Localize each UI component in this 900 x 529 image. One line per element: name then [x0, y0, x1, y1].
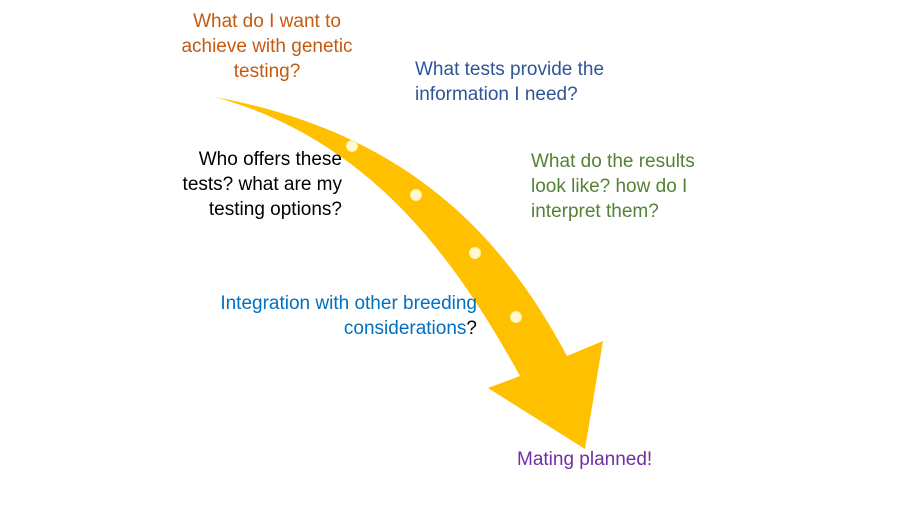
question-results-line2: look like? how do I — [531, 176, 688, 197]
milestone-dot-1 — [346, 140, 358, 152]
question-achieve-line1: What do I want to — [193, 11, 341, 32]
question-offers-line2: tests? what are my — [182, 174, 342, 195]
question-achieve-line2: achieve with genetic — [181, 36, 353, 57]
milestone-dot-3 — [469, 247, 481, 259]
question-offers: Who offers these tests? what are my test… — [130, 147, 342, 222]
outcome-mating-planned: Mating planned! — [517, 449, 653, 470]
question-results-line3: interpret them? — [531, 201, 659, 222]
question-offers-line3: testing options? — [208, 199, 342, 220]
question-integration-line1: Integration with other breeding — [220, 293, 477, 314]
milestone-dot-4 — [510, 311, 522, 323]
question-integration-line2: considerations — [343, 318, 467, 339]
arrow-shape — [215, 97, 603, 449]
question-achieve-line3: testing? — [233, 61, 301, 82]
question-integration: Integration with other breeding consider… — [150, 291, 477, 341]
question-tests: What tests provide the information I nee… — [415, 57, 604, 107]
question-integration-line2-wrap: considerations? — [150, 316, 477, 341]
question-results: What do the results look like? how do I … — [531, 149, 695, 224]
question-achieve: What do I want to achieve with genetic t… — [160, 9, 374, 84]
question-tests-line1: What tests provide the — [415, 59, 605, 80]
question-tests-line2: information I need? — [415, 84, 578, 105]
question-results-line1: What do the results — [531, 151, 695, 172]
milestone-dot-2 — [410, 189, 422, 201]
question-integration-mark: ? — [466, 318, 477, 339]
question-offers-line1: Who offers these — [198, 149, 342, 170]
